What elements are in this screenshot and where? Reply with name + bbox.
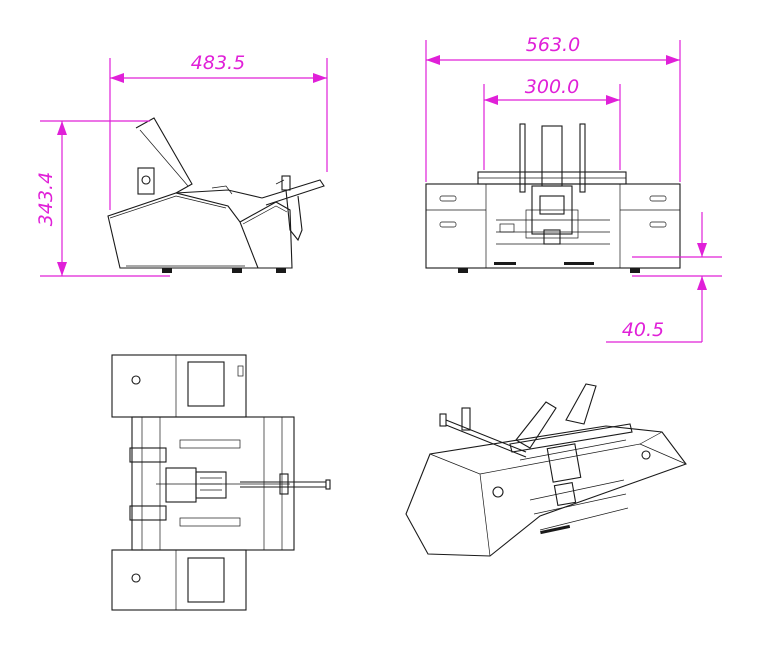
dim-label-front-width: 563.0 — [526, 34, 580, 56]
dimension-side-width: 483.5 — [109, 52, 328, 210]
dimension-side-height: 343.4 — [35, 120, 170, 277]
dim-label-side-height: 343.4 — [35, 172, 57, 226]
front-view — [425, 123, 681, 273]
dim-label-side-width: 483.5 — [191, 52, 245, 74]
dim-label-inner-width: 300.0 — [525, 76, 579, 98]
isometric-view — [405, 383, 687, 557]
top-view — [111, 354, 331, 611]
dimension-inner-width: 300.0 — [483, 76, 621, 170]
dimension-front-width: 563.0 — [425, 34, 681, 182]
dim-label-foot-height: 40.5 — [622, 319, 664, 341]
dimension-foot-height: 40.5 — [606, 212, 722, 343]
side-view — [107, 117, 325, 273]
